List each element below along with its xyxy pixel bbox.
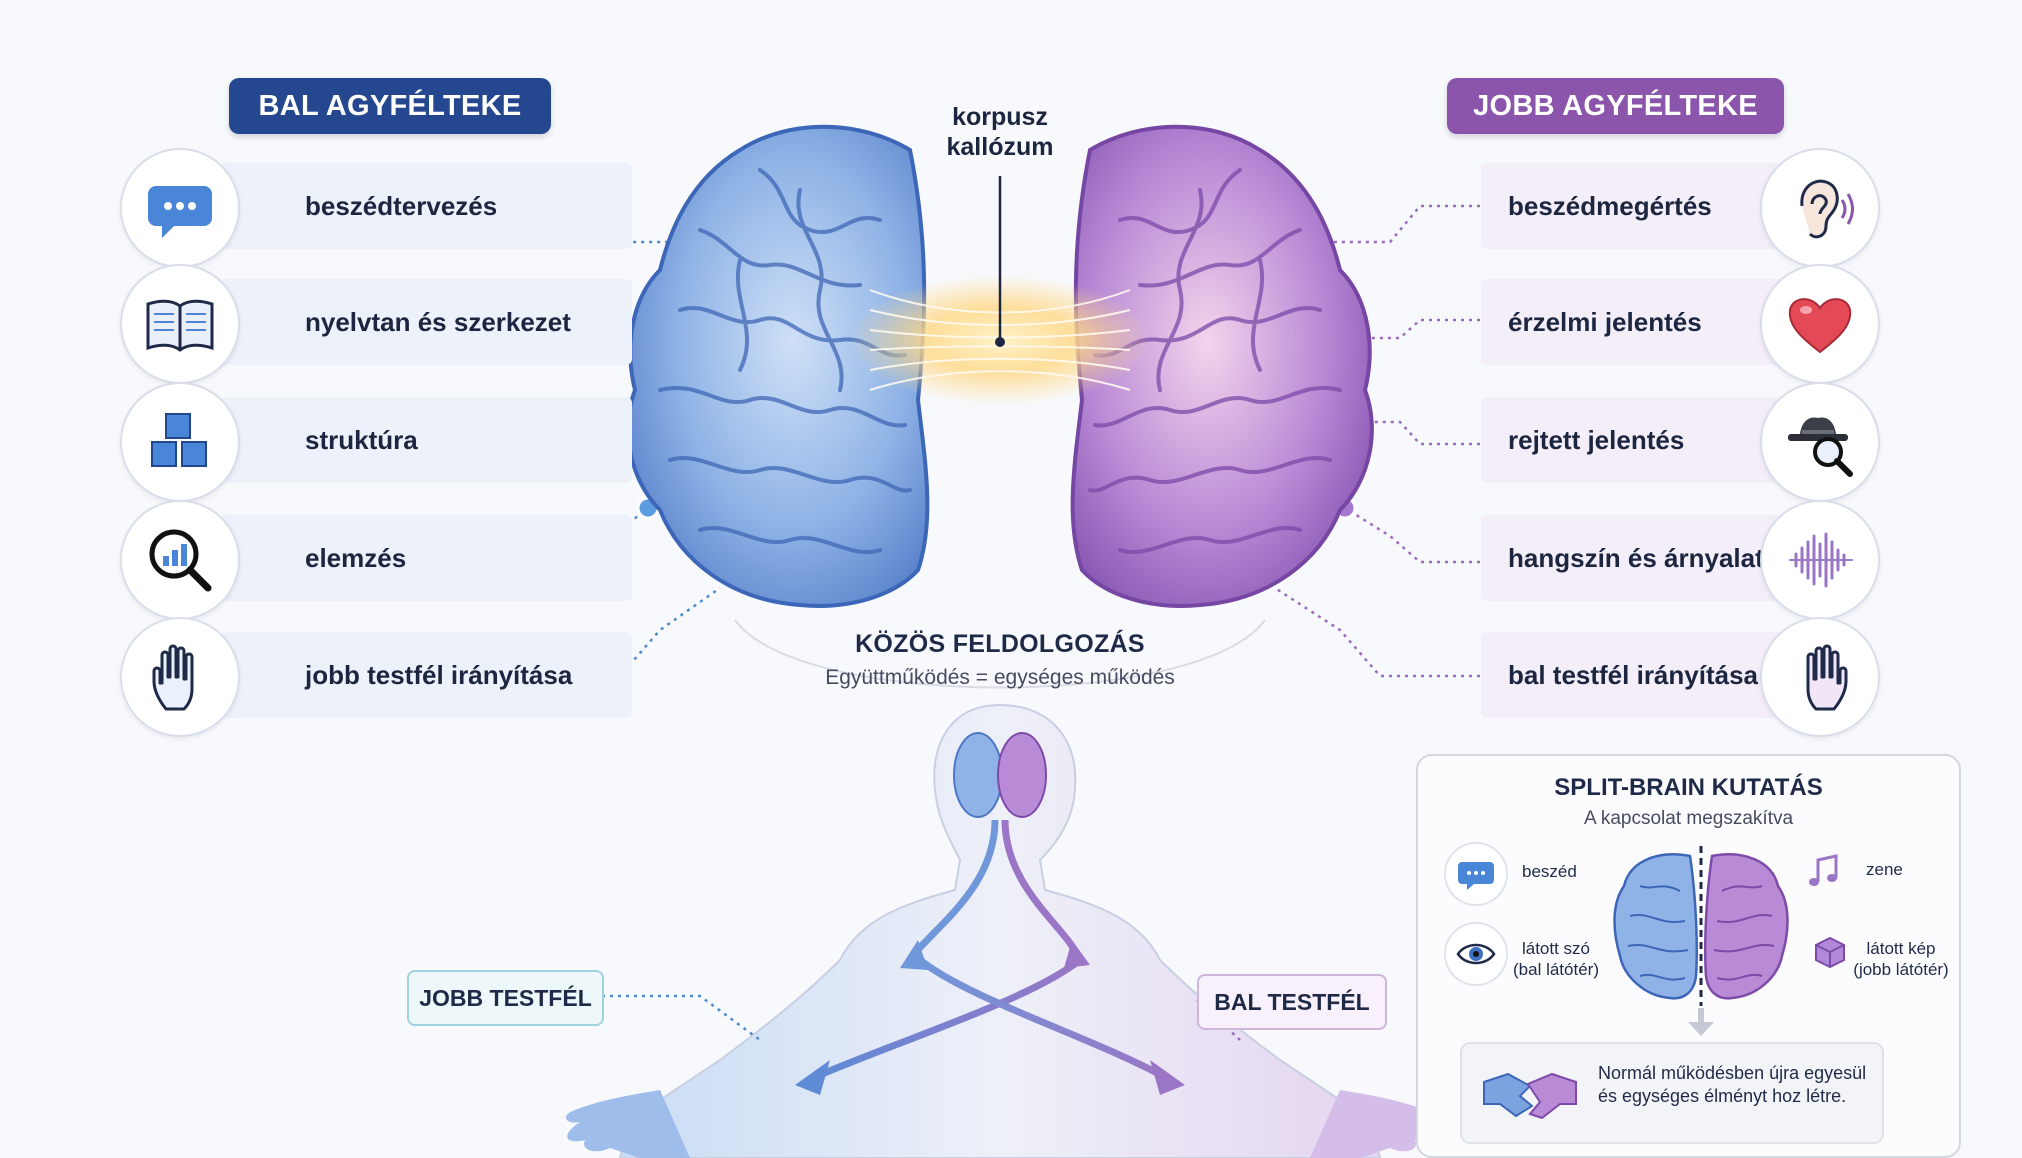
function-label: hangszín és árnyalat bbox=[1508, 542, 1764, 573]
right-body-side-label: JOBB TESTFÉL bbox=[407, 970, 604, 1026]
split-brain-panel: SPLIT-BRAIN KUTATÁS A kapcsolat megszakí… bbox=[1416, 754, 1961, 1158]
function-pill bbox=[220, 515, 632, 601]
handshake-icon bbox=[1483, 1072, 1577, 1120]
function-pill bbox=[220, 163, 632, 249]
cube-icon bbox=[1800, 922, 1860, 982]
function-pill bbox=[1481, 515, 1786, 601]
right-function-row: beszédmegértés bbox=[1481, 148, 1880, 268]
corpus-callosum-label: korpusz kallózum bbox=[946, 103, 1054, 161]
function-pill bbox=[1481, 163, 1786, 249]
magnifier-chart-icon bbox=[120, 500, 240, 620]
hand-icon bbox=[120, 617, 240, 737]
split-item-label: beszéd bbox=[1522, 862, 1577, 881]
right-function-row: bal testfél irányítása bbox=[1481, 617, 1880, 737]
speech-bubble-icon bbox=[1444, 842, 1508, 906]
shared-processing-subtitle: Együttműködés = egységes működés bbox=[825, 666, 1175, 689]
function-pill bbox=[1481, 632, 1786, 718]
left-function-row: elemzés bbox=[120, 500, 632, 620]
function-pill bbox=[220, 632, 632, 718]
left-hemisphere-title: BAL AGYFÉLTEKE bbox=[229, 78, 551, 134]
function-label: elemzés bbox=[305, 542, 407, 573]
brain-left-hemisphere bbox=[626, 124, 930, 608]
blocks-icon bbox=[120, 382, 240, 502]
hand-icon bbox=[1760, 617, 1880, 737]
right-function-row: rejtett jelentés bbox=[1481, 382, 1880, 502]
music-note-icon bbox=[1794, 842, 1854, 902]
speech-bubble-icon bbox=[120, 148, 240, 268]
right-function-row: érzelmi jelentés bbox=[1481, 264, 1880, 384]
split-item-label: látott kép (jobb látótér) bbox=[1853, 939, 1949, 979]
split-brain-note-text: Normál működésben újra egyesül és egység… bbox=[1598, 1063, 1867, 1106]
function-label: beszédtervezés bbox=[305, 190, 498, 221]
function-pill bbox=[220, 397, 632, 483]
split-brain-illustration bbox=[1613, 846, 1789, 1036]
function-label: rejtett jelentés bbox=[1508, 424, 1685, 455]
function-pill bbox=[220, 279, 632, 365]
left-function-row: beszédtervezés bbox=[120, 148, 632, 268]
human-figure bbox=[565, 703, 1435, 1158]
left-function-row: nyelvtan és szerkezet bbox=[120, 264, 632, 384]
split-item-label: látott szó (bal látótér) bbox=[1513, 939, 1599, 979]
heart-icon bbox=[1760, 264, 1880, 384]
left-function-row: struktúra bbox=[120, 382, 632, 502]
function-label: struktúra bbox=[305, 424, 418, 455]
left-function-row: jobb testfél irányítása bbox=[120, 617, 632, 737]
shared-processing-title: KÖZÖS FELDOLGOZÁS bbox=[855, 630, 1145, 658]
function-label: nyelvtan és szerkezet bbox=[305, 306, 571, 337]
function-label: érzelmi jelentés bbox=[1508, 306, 1702, 337]
split-item-label: zene bbox=[1866, 860, 1903, 879]
function-label: bal testfél irányítása bbox=[1508, 659, 1758, 690]
eye-icon bbox=[1444, 922, 1508, 986]
split-brain-note: Normál működésben újra egyesül és egység… bbox=[1460, 1042, 1884, 1144]
shared-processing-arc bbox=[734, 619, 1266, 689]
right-hemisphere-title: JOBB AGYFÉLTEKE bbox=[1447, 78, 1784, 134]
right-connectors bbox=[1274, 204, 1480, 678]
right-function-row: hangszín és árnyalat bbox=[1481, 500, 1880, 620]
split-brain-subtitle: A kapcsolat megszakítva bbox=[1583, 808, 1794, 829]
split-brain-title: SPLIT-BRAIN KUTATÁS bbox=[1554, 774, 1823, 801]
function-pill bbox=[1481, 279, 1786, 365]
left-body-side-label: BAL TESTFÉL bbox=[1197, 974, 1387, 1030]
hat-magnifier-icon bbox=[1760, 382, 1880, 502]
function-label: beszédmegértés bbox=[1508, 190, 1712, 221]
soundwave-icon bbox=[1760, 500, 1880, 620]
ear-icon bbox=[1760, 148, 1880, 268]
function-label: jobb testfél irányítása bbox=[305, 659, 573, 690]
open-book-icon bbox=[120, 264, 240, 384]
function-pill bbox=[1481, 397, 1786, 483]
